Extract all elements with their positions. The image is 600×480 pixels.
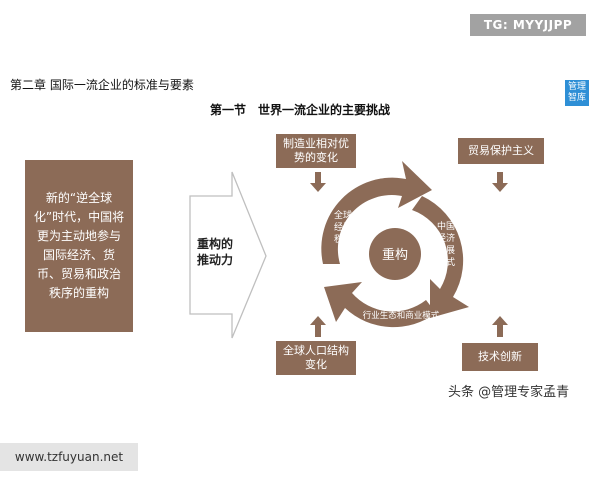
factor-manufacturing-line2: 势的变化: [294, 151, 338, 164]
arrow-label-line2: 推动力: [197, 253, 234, 267]
factor-innovation: 技术创新: [462, 343, 538, 371]
context-text: 新的“逆全球化”时代，中国将更为主动地参与国际经济、货币、贸易和政治秩序的重构: [33, 191, 125, 300]
cycle-label-left-3: 秩序: [334, 233, 352, 245]
driving-force-arrow: [189, 171, 267, 339]
author-watermark: 头条 @管理专家孟青: [448, 385, 570, 400]
cycle-arrow-bottom: [324, 282, 436, 328]
arrow-up-left: [310, 316, 326, 337]
factor-protectionism-label: 贸易保护主义: [468, 144, 534, 157]
cycle-arrow-right: [412, 196, 469, 318]
arrow-down-right: [492, 172, 508, 192]
cycle-label-right-3: 发展: [437, 244, 455, 256]
factor-innovation-label: 技术创新: [478, 350, 522, 363]
logo-line2: 智库: [567, 93, 586, 103]
arrow-up-right: [492, 316, 508, 337]
arrow-down-left: [310, 172, 326, 192]
cycle-arrow-top: [321, 161, 432, 264]
cycle-label-left-2: 经济: [334, 221, 352, 233]
factor-population-line2: 变化: [305, 358, 327, 371]
watermark-tag: TG: MYYJJPP: [470, 14, 586, 36]
factor-manufacturing-line1: 制造业相对优: [283, 137, 349, 150]
context-box: 新的“逆全球化”时代，中国将更为主动地参与国际经济、货币、贸易和政治秩序的重构: [25, 160, 133, 332]
cycle-label-left-1: 全球: [334, 209, 352, 221]
factor-population: 全球人口结构 变化: [276, 341, 356, 375]
cycle-label-right-1: 中国: [437, 220, 455, 232]
factor-protectionism: 贸易保护主义: [458, 138, 544, 164]
chapter-title: 第二章 国际一流企业的标准与要素: [10, 78, 194, 92]
logo-badge: 管理 智库: [565, 80, 589, 106]
factor-manufacturing: 制造业相对优 势的变化: [276, 134, 356, 168]
arrow-label-line1: 重构的: [197, 237, 234, 251]
factor-arrows: [310, 172, 508, 337]
cycle-label-center: 重构: [382, 247, 408, 263]
cycle-label-bottom: 行业生态和商业模式: [363, 310, 440, 321]
cycle-label-right-4: 模式: [437, 256, 455, 268]
logo-line1: 管理: [567, 82, 586, 92]
url-watermark: www.tzfuyuan.net: [0, 443, 138, 471]
cycle-label-right-2: 经济: [437, 232, 455, 244]
section-title: 第一节 世界一流企业的主要挑战: [210, 103, 391, 117]
cycle-labels: 全球 经济 秩序 中国 经济 发展 模式 行业生态和商业模式 重构: [334, 209, 455, 321]
factor-population-line1: 全球人口结构: [283, 344, 349, 357]
cycle-center: [369, 228, 421, 280]
arrow-label: 重构的 推动力: [197, 236, 233, 268]
cycle-diagram: [321, 161, 469, 328]
